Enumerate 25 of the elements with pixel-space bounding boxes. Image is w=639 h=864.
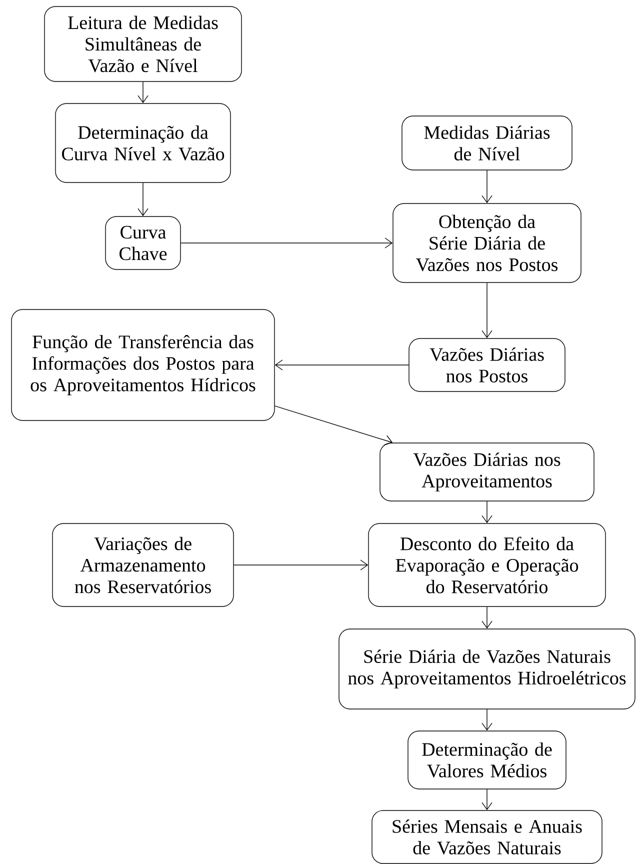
arrow (482, 789, 492, 810)
process-box: Medidas Diárias de Nível (402, 116, 572, 170)
arrow (274, 360, 409, 370)
arrow (138, 82, 148, 104)
process-box: Obtenção da Série Diária de Vazões nos Postos (392, 203, 582, 283)
process-box: Função de Transferência das Informações dos Postos para os Aproveitamentos Hídricos (11, 309, 275, 421)
arrow (482, 709, 492, 731)
arrow (274, 406, 393, 446)
arrow (138, 182, 148, 216)
arrow (180, 238, 393, 248)
arrow (482, 170, 492, 204)
process-box: Determinação da Curva Nível x Vazão (55, 103, 231, 183)
process-box: Série Diária de Vazões Naturais nos Aproveitamentos Hidroelétricos (338, 628, 636, 710)
arrow (482, 501, 492, 524)
process-box: Variações de Armazenamento nos Reservatórios (52, 523, 234, 607)
arrow (482, 606, 492, 629)
process-box: Leitura de Medidas Simultâneas de Vazão e Nível (44, 6, 242, 82)
arrow (234, 560, 368, 570)
process-box: Desconto do Efeito da Evaporação e Operação do Reservatório (368, 523, 606, 607)
process-box: Vazões Diárias nos Postos (408, 338, 566, 392)
process-box: Determinação de Valores Médios (408, 730, 566, 790)
arrow (482, 282, 492, 338)
process-box: Curva Chave (105, 216, 181, 270)
process-box: Séries Mensais e Anuais de Vazões Naturais (372, 810, 602, 864)
process-box: Vazões Diárias nos Aproveitamentos (380, 442, 594, 502)
